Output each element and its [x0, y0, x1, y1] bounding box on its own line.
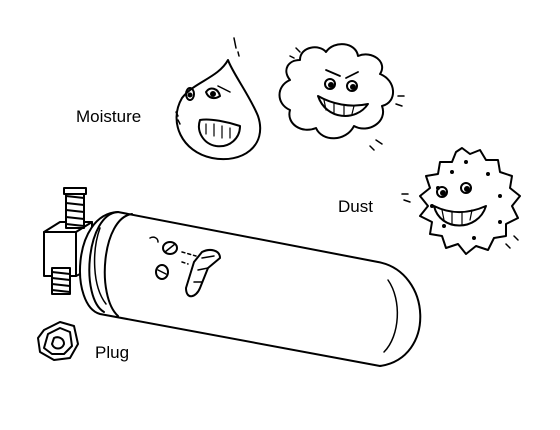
moisture-label: Moisture: [76, 107, 142, 126]
threaded-fitting-icon: [43, 187, 93, 295]
dust-label: Dust: [338, 197, 373, 216]
plug-label: Plug: [95, 343, 130, 362]
dust-ball-icon: [401, 147, 521, 255]
moisture-droplet-icon: [175, 37, 261, 161]
plug-nut-icon: [37, 321, 79, 361]
receiver-drier-cylinder-icon: [79, 211, 422, 367]
smiling-cloud-icon: [278, 43, 405, 151]
